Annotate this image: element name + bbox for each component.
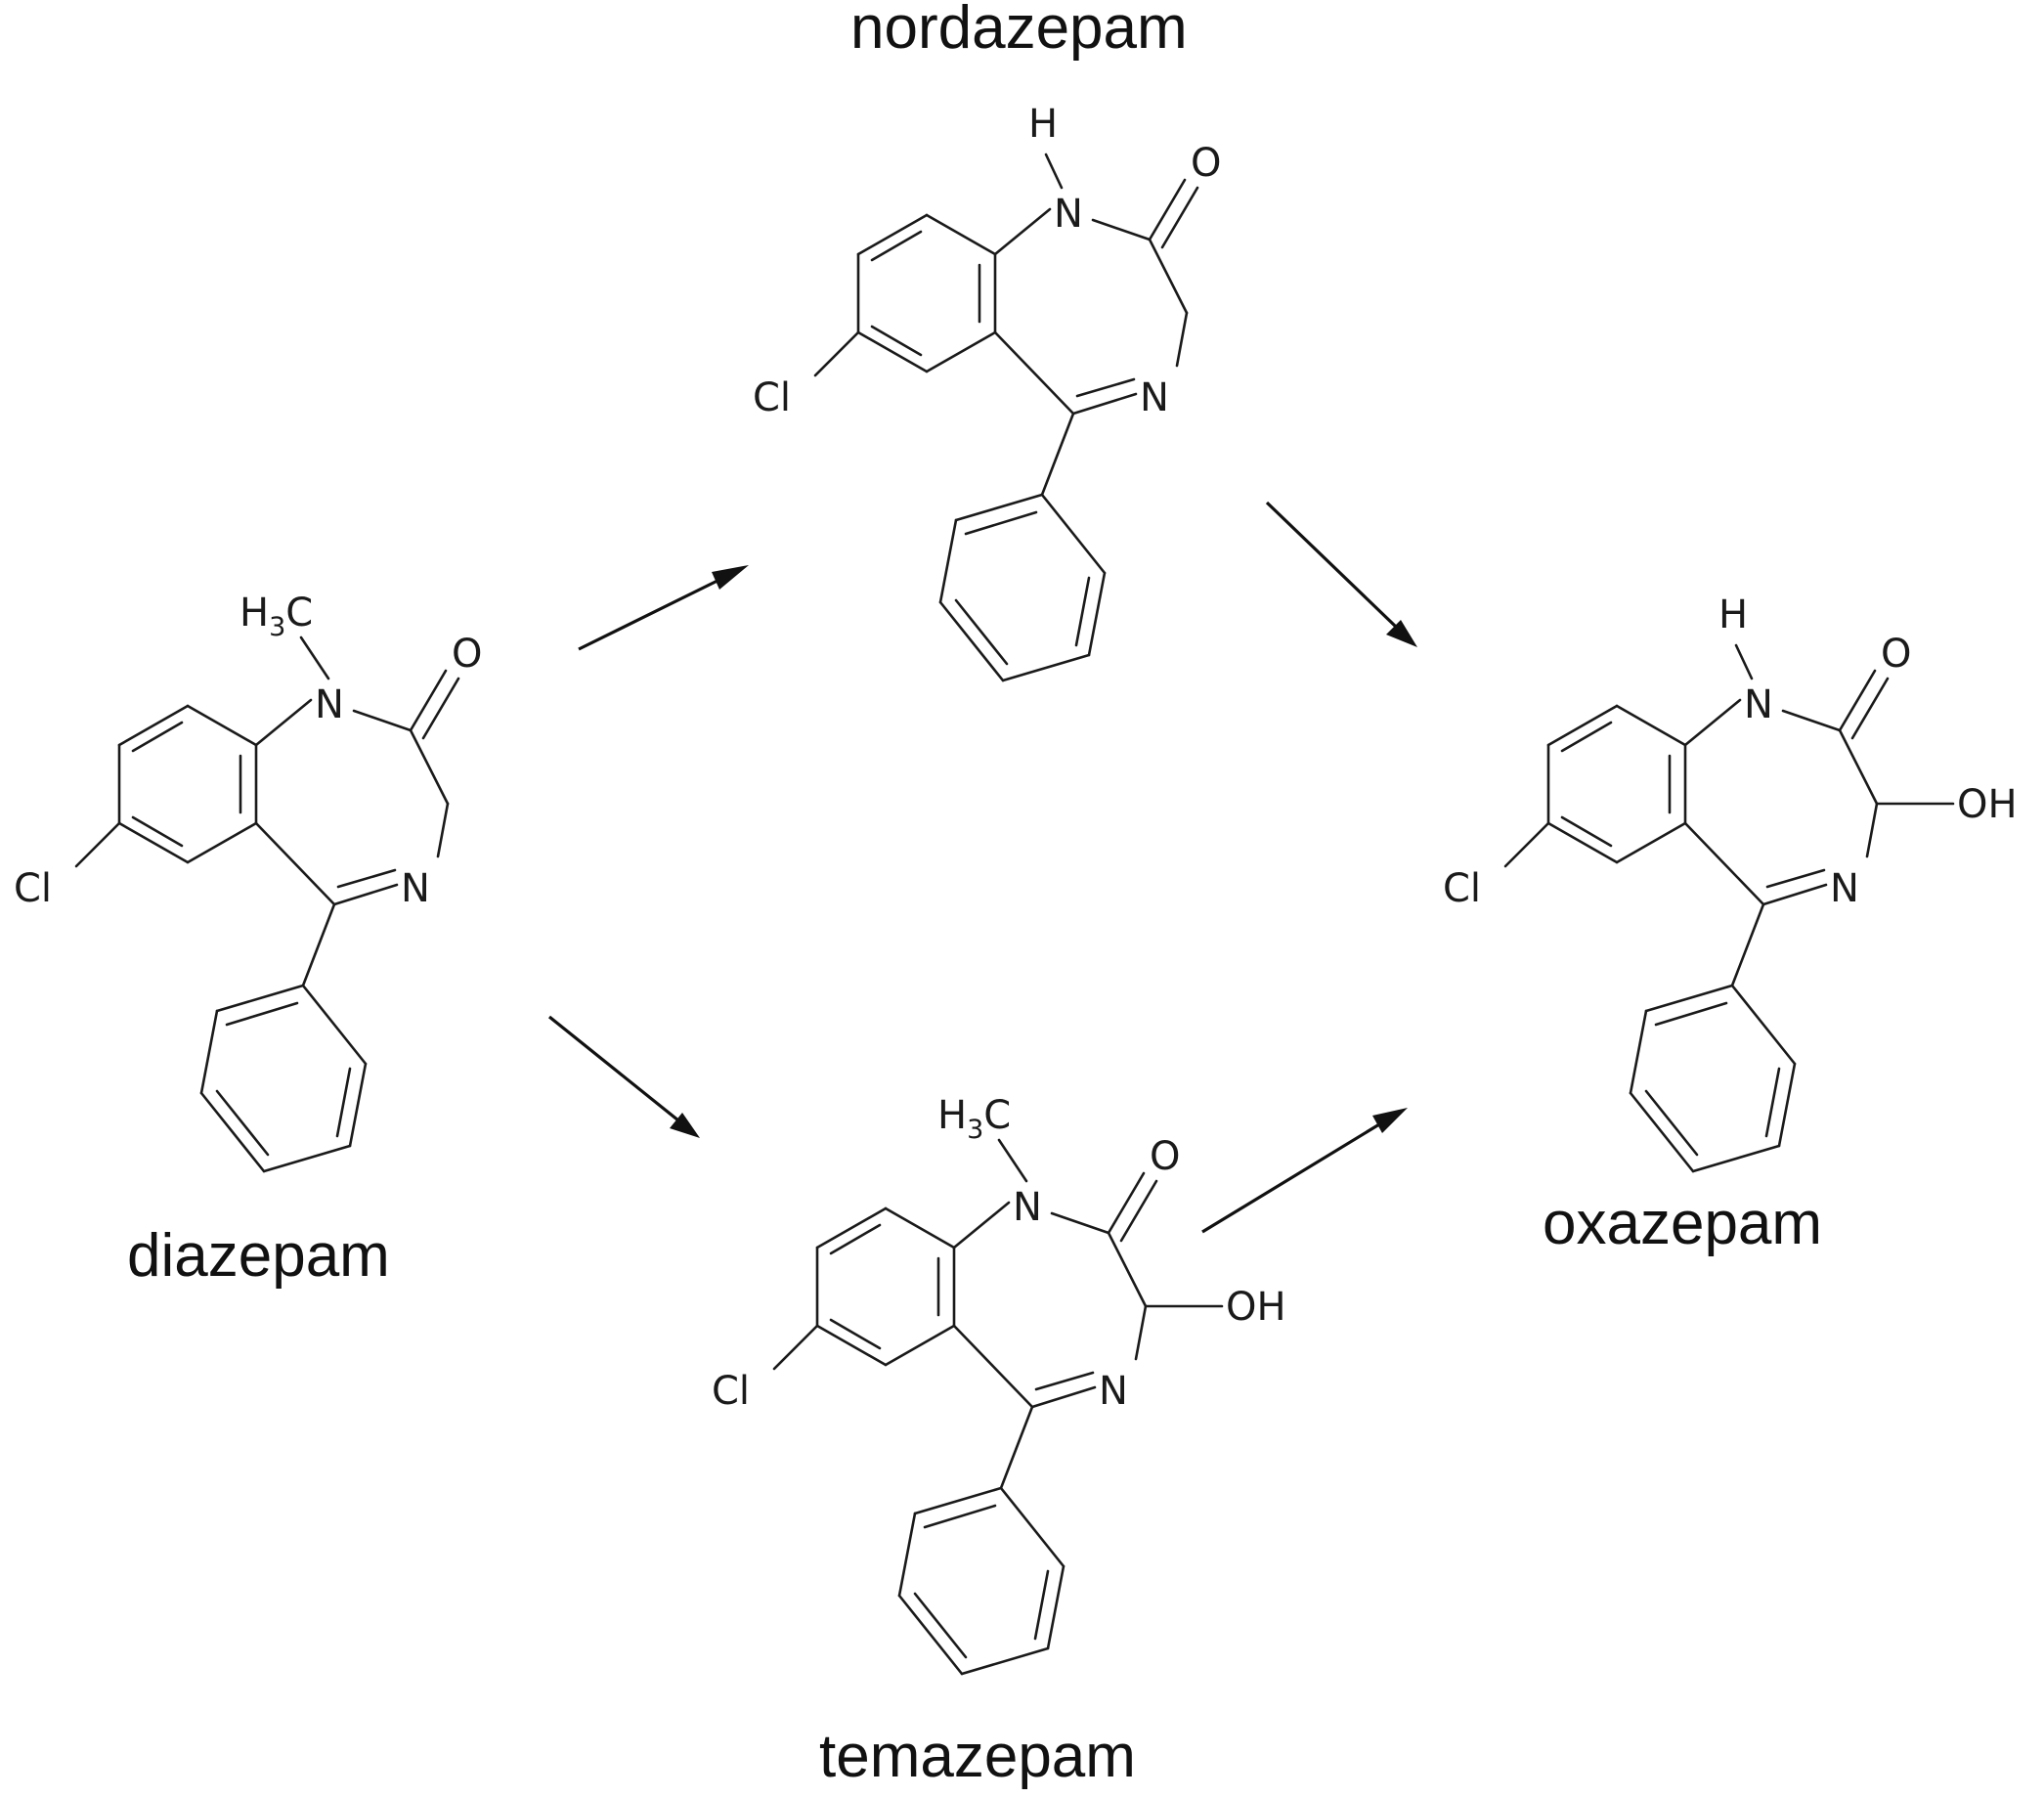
structure-bonds xyxy=(813,153,1199,682)
oxygen-atom: O xyxy=(1881,632,1911,677)
structure-bonds xyxy=(74,636,460,1173)
chlorine-atom: Cl xyxy=(712,1369,750,1414)
molecule-oxazepam: Cl N N O H OH oxazepam xyxy=(1443,592,2018,1257)
nitrogen-atom: N xyxy=(315,682,344,727)
molecule-temazepam: Cl N N O OH H3C temazepam xyxy=(712,1093,1286,1790)
molecule-label-nordazepam: nordazepam xyxy=(850,0,1188,62)
hydroxyl-group: OH xyxy=(1226,1285,1286,1330)
arrow-diazepam-to-nordazepam xyxy=(578,565,749,651)
hydrogen-atom: H xyxy=(1718,592,1748,637)
molecule-diazepam: Cl N N O H3C diazepam xyxy=(14,591,482,1290)
nitrogen-atom: N xyxy=(1013,1185,1042,1230)
molecule-label-temazepam: temazepam xyxy=(819,1723,1136,1790)
arrow-nordazepam-to-oxazepam xyxy=(1265,501,1417,647)
nitrogen-atom: N xyxy=(401,866,430,911)
oxygen-atom: O xyxy=(1150,1134,1180,1179)
nitrogen-atom: N xyxy=(1140,375,1169,420)
nitrogen-atom: N xyxy=(1099,1369,1128,1414)
hydroxyl-group: OH xyxy=(1957,782,2018,827)
hydrogen-atom: H xyxy=(1028,102,1058,147)
nitrogen-atom: N xyxy=(1744,682,1773,727)
molecule-label-oxazepam: oxazepam xyxy=(1543,1190,1822,1257)
molecule-nordazepam: Cl N N O H nordazepam xyxy=(753,0,1221,682)
structure-bonds xyxy=(772,1138,1224,1676)
molecule-label-diazepam: diazepam xyxy=(127,1222,390,1290)
chlorine-atom: Cl xyxy=(1443,866,1481,911)
oxygen-atom: O xyxy=(1191,141,1221,186)
arrow-temazepam-to-oxazepam xyxy=(1201,1108,1408,1234)
structure-bonds xyxy=(1503,643,1955,1173)
nitrogen-atom: N xyxy=(1054,192,1083,237)
arrow-diazepam-to-temazepam xyxy=(547,1015,700,1138)
methyl-group: H3C xyxy=(937,1093,1011,1145)
methyl-group: H3C xyxy=(239,591,313,642)
chlorine-atom: Cl xyxy=(14,866,52,911)
chlorine-atom: Cl xyxy=(753,375,791,420)
oxygen-atom: O xyxy=(452,632,482,677)
nitrogen-atom: N xyxy=(1830,866,1859,911)
